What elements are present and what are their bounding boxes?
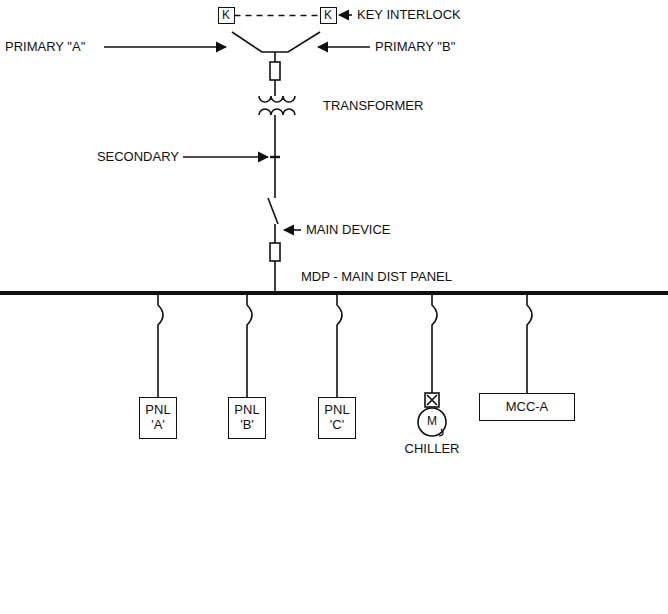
callout-label: KEY INTERLOCK xyxy=(356,8,462,22)
callout-label: MAIN DEVICE xyxy=(305,223,392,237)
mcc-box: MCC-A xyxy=(479,393,575,421)
transformer-primary-coil xyxy=(259,96,295,102)
leader-arrow xyxy=(339,14,352,16)
branch-breaker xyxy=(527,295,532,393)
node-text: MCC-A xyxy=(506,400,549,415)
panel-box: PNL 'C' xyxy=(318,397,356,439)
motor-circle: M xyxy=(417,407,447,437)
node-text: PNL 'A' xyxy=(143,403,173,433)
main-switch xyxy=(268,198,278,224)
wire xyxy=(274,52,276,62)
fuse-symbol xyxy=(270,243,280,261)
panel-box: PNL 'A' xyxy=(139,397,177,439)
callout-label: TRANSFORMER xyxy=(322,99,424,113)
motor-starter xyxy=(427,395,437,405)
leader-arrow xyxy=(284,229,301,231)
fuse-symbol xyxy=(270,62,280,80)
transfer-switch xyxy=(232,32,320,52)
wire xyxy=(274,261,276,292)
secondary-tick xyxy=(270,156,280,158)
interlock-link xyxy=(235,15,320,17)
equipment-label: CHILLER xyxy=(404,442,461,456)
bus-label: MDP - MAIN DIST PANEL xyxy=(300,270,453,284)
branch-breaker xyxy=(247,295,252,397)
node-text: K xyxy=(222,9,230,23)
branch-breaker xyxy=(158,295,163,397)
leader-arrow xyxy=(318,46,370,48)
leader-arrow xyxy=(183,156,268,158)
node-text: M xyxy=(427,415,437,429)
node-text: PNL 'B' xyxy=(232,403,262,433)
callout-label: PRIMARY "A" xyxy=(4,40,86,54)
bus-bar xyxy=(0,291,668,295)
transformer-secondary-coil xyxy=(259,109,295,115)
callout-label: SECONDARY xyxy=(96,150,180,164)
panel-box: PNL 'B' xyxy=(228,397,266,439)
wire xyxy=(274,224,276,243)
branch-breaker xyxy=(337,295,342,397)
leader-arrow xyxy=(104,46,226,48)
branch-breaker xyxy=(432,295,437,393)
node-text: K xyxy=(324,9,332,23)
interlock-key-box: K xyxy=(320,7,337,24)
callout-label: PRIMARY "B" xyxy=(374,40,456,54)
motor-starter xyxy=(425,393,439,407)
wire xyxy=(274,80,276,96)
node-text: PNL 'C' xyxy=(322,403,352,433)
interlock-key-box: K xyxy=(218,7,235,24)
